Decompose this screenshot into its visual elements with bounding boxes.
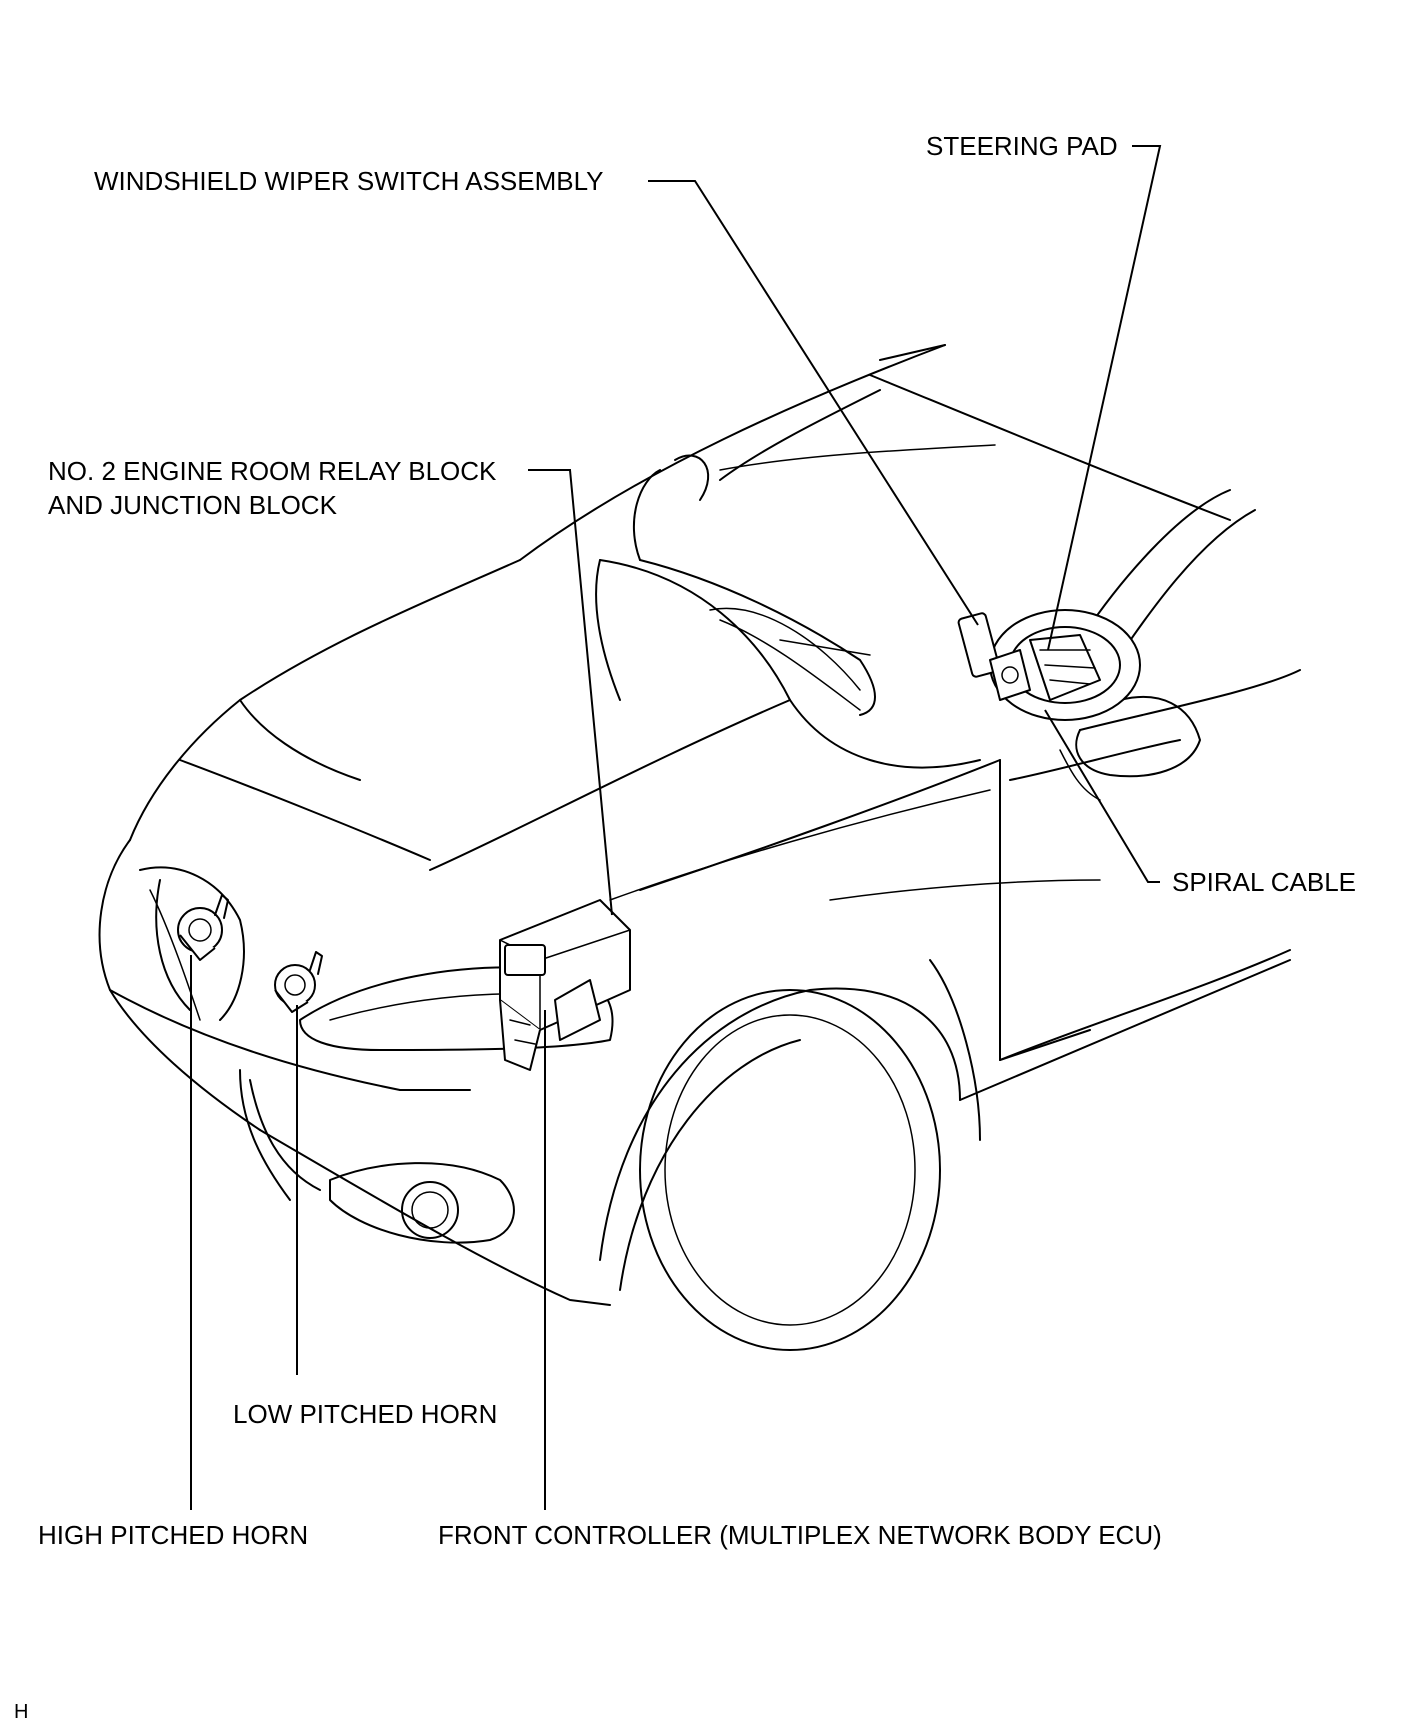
label-relay-block-line2: AND JUNCTION BLOCK [48,490,338,520]
label-steering-pad: STEERING PAD [926,131,1118,161]
relay-block-and-controller [499,899,631,1071]
label-spiral-cable: SPIRAL CABLE [1172,867,1356,897]
label-low-pitched-horn: LOW PITCHED HORN [233,1399,497,1429]
leader-steering-pad [1047,145,1162,651]
leader-wiper-switch [648,180,979,626]
high-pitched-horn-part [177,894,229,961]
leader-spiral-cable [1044,709,1160,883]
label-windshield-wiper-switch: WINDSHIELD WIPER SWITCH ASSEMBLY [94,166,603,196]
steering-assembly [957,609,1141,721]
label-high-pitched-horn: HIGH PITCHED HORN [38,1520,308,1550]
leader-relay-block [528,469,613,916]
label-front-controller: FRONT CONTROLLER (MULTIPLEX NETWORK BODY… [438,1520,1162,1550]
corner-mark: H [14,1701,28,1723]
car-outline [98,344,1301,1351]
label-relay-block-line1: NO. 2 ENGINE ROOM RELAY BLOCK [48,456,497,486]
leader-lines [190,145,1162,1510]
low-pitched-horn-part [274,951,323,1013]
